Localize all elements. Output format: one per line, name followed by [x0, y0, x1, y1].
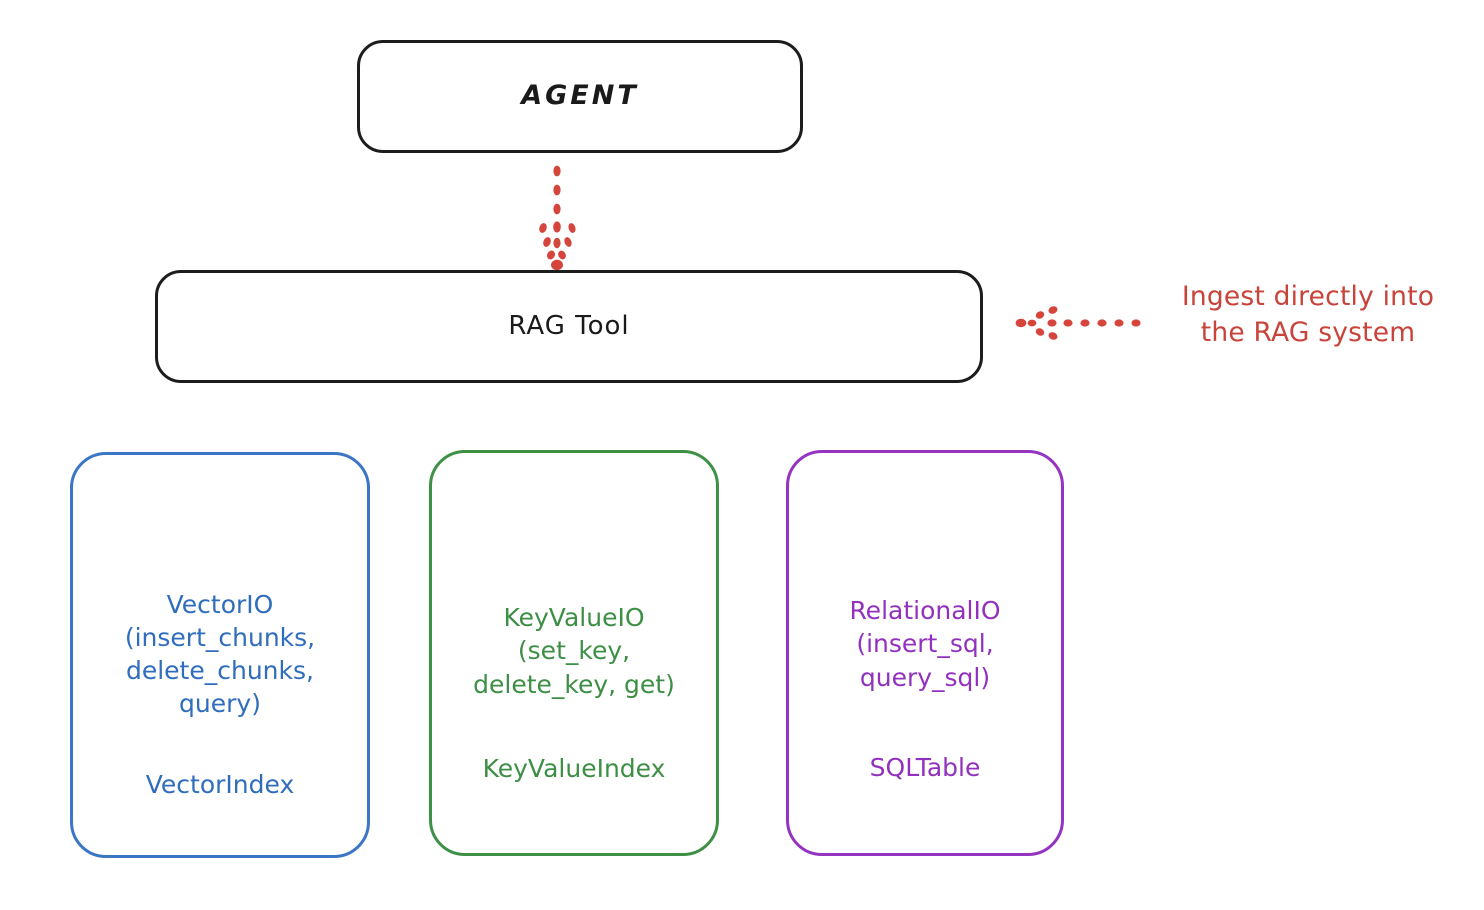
connector-ingest-arrow — [1015, 306, 1141, 340]
node-relational-io-api-label: RelationalIO (insert_sql, query_sql) — [849, 596, 1001, 692]
connector-agent-to-rag-tool — [539, 165, 576, 271]
node-rag-tool[interactable]: RAG Tool — [155, 270, 983, 383]
node-vector-io-type-label: VectorIndex — [145, 769, 295, 799]
node-relational-io[interactable]: RelationalIO (insert_sql, query_sql) SQL… — [786, 450, 1064, 856]
node-key-value-io[interactable]: KeyValueIO (set_key, delete_key, get) Ke… — [429, 450, 719, 856]
node-agent-label: AGENT — [521, 80, 639, 112]
node-rag-tool-label: RAG Tool — [508, 310, 630, 341]
node-agent[interactable]: AGENT — [357, 40, 803, 153]
node-vector-io-api-label: VectorIO (insert_chunks, delete_chunks, … — [124, 589, 316, 719]
node-key-value-io-type-label: KeyValueIndex — [482, 753, 666, 783]
node-relational-io-type-label: SQLTable — [869, 752, 981, 782]
node-key-value-io-api-label: KeyValueIO (set_key, delete_key, get) — [473, 603, 675, 699]
node-vector-io[interactable]: VectorIO (insert_chunks, delete_chunks, … — [70, 452, 370, 858]
annotation-ingest-text: Ingest directly into the RAG system — [1181, 281, 1435, 348]
